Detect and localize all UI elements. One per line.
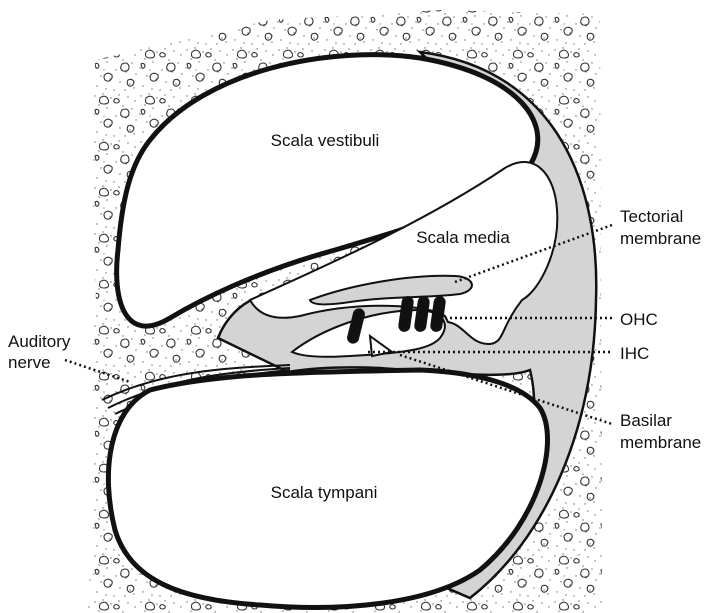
- outer-hair-cells: [398, 295, 447, 332]
- scala-vestibuli-label: Scala vestibuli: [271, 131, 380, 150]
- auditory-label-line1: Auditory: [8, 332, 71, 351]
- basilar-label-line1: Basilar: [620, 411, 672, 430]
- auditory-label-line2: nerve: [8, 353, 51, 372]
- scala-media-label: Scala media: [416, 228, 510, 247]
- ohc-label: OHC: [620, 310, 658, 329]
- basilar-label-line2: membrane: [620, 433, 701, 452]
- scala-tympani-label: Scala tympani: [271, 483, 378, 502]
- tectorial-label-line2: membrane: [620, 229, 701, 248]
- tectorial-label-line1: Tectorial: [620, 207, 683, 226]
- ihc-label: IHC: [620, 344, 649, 363]
